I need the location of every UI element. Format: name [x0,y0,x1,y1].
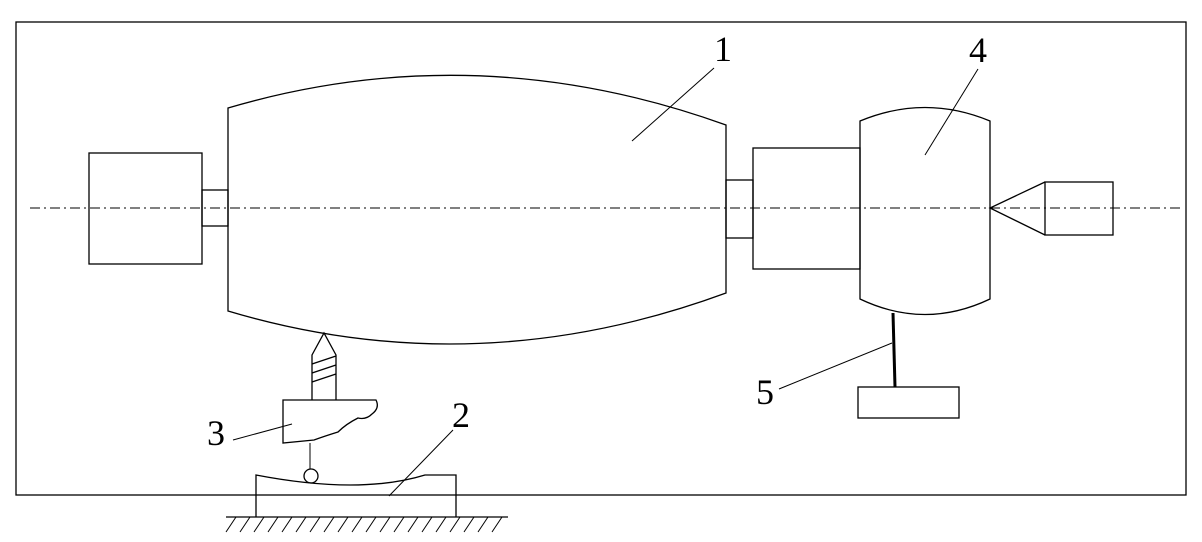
headstock-block [88,152,203,265]
leader-4 [924,68,979,156]
base-5 [857,386,960,419]
tailstock-cone [988,181,1046,236]
tool-hatch-2 [311,364,337,374]
template-2 [255,474,457,517]
stylus-ball [303,468,319,484]
leader-3 [232,423,293,441]
workpiece-1 [227,74,727,345]
leader-1 [631,67,715,142]
rod-5 [891,312,897,388]
leader-2 [388,429,454,497]
adapter-block [752,147,861,270]
leader-5 [778,342,893,390]
label-2: 2 [452,395,470,435]
drive-head-4 [859,106,991,316]
frame [15,21,1187,496]
label-4: 4 [969,30,987,70]
label-1: 1 [714,29,732,69]
ground-hatching [225,516,503,533]
tool-hatch-3 [311,373,337,383]
tailstock-block [1044,181,1114,236]
cutting-tool-tip [311,331,337,400]
right-spindle [725,179,754,239]
label-3: 3 [207,413,225,453]
tool-holder-3 [282,399,378,444]
label-5: 5 [756,372,774,412]
tool-hatch-1 [311,355,337,365]
